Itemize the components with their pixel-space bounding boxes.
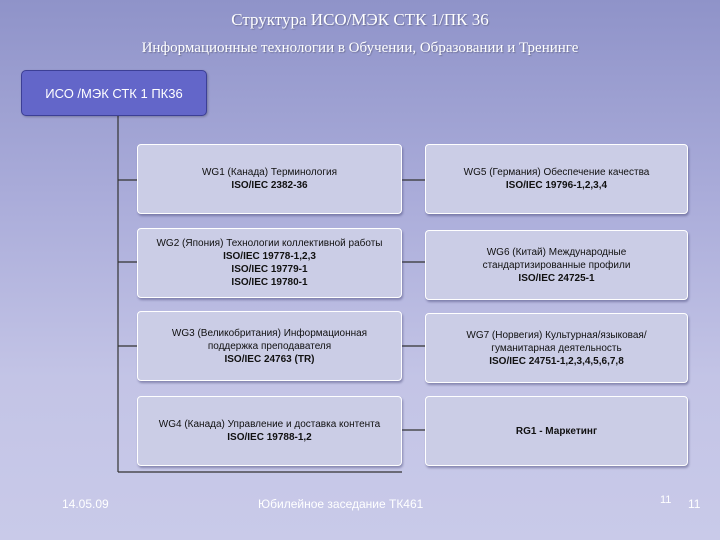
wg5-iso: ISO/IEC 19796-1,2,3,4	[505, 180, 608, 191]
wg2-iso-2: ISO/IEC 19779-1	[231, 264, 308, 275]
wg3-label-line-2: поддержка преподавателя	[207, 340, 332, 352]
wg2-label: WG2 (Япония) Технологии коллективной раб…	[156, 238, 383, 249]
wg3-iso: ISO/IEC 24763 (TR)	[224, 353, 315, 365]
wg1-box: WG1 (Канада) Терминология ISO/IEC 2382-3…	[137, 144, 402, 214]
wg1-label: WG1 (Канада) Терминология	[201, 167, 337, 178]
rg1-label: RG1 - Маркетинг	[515, 425, 598, 437]
wg7-box: WG7 (Норвегия) Культурная/языковая/ гума…	[425, 313, 688, 383]
wg6-label-line-2: стандартизированные профили	[482, 259, 631, 271]
slide-subtitle: Информационные технологии в Обучении, Об…	[141, 40, 579, 56]
footer-center-text: Юбилейное заседание ТК461	[258, 497, 424, 511]
wg2-box: WG2 (Япония) Технологии коллективной раб…	[137, 228, 402, 298]
wg1-iso: ISO/IEC 2382-36	[231, 180, 308, 191]
wg3-box: WG3 (Великобритания) Информационная подд…	[137, 311, 402, 381]
wg2-iso-1: ISO/IEC 19778-1,2,3	[223, 251, 316, 262]
wg4-box: WG4 (Канада) Управление и доставка конте…	[137, 396, 402, 466]
slide-title: Структура ИСО/МЭК СТК 1/ПК 36	[231, 10, 489, 29]
wg4-iso: ISO/IEC 19788-1,2	[227, 432, 312, 443]
rg1-box: RG1 - Маркетинг	[425, 396, 688, 466]
footer-date: 14.05.09	[62, 497, 109, 511]
wg6-iso: ISO/IEC 24725-1	[518, 272, 595, 284]
footer-slide-number: 11	[688, 497, 701, 511]
wg5-box: WG5 (Германия) Обеспечение качества ISO/…	[425, 144, 688, 214]
wg3-label-line-1: WG3 (Великобритания) Информационная	[171, 327, 368, 339]
root-node: ИСО /МЭК СТК 1 ПК36	[21, 70, 207, 116]
wg7-label-line-2: гуманитарная деятельность	[491, 342, 622, 354]
wg5-label: WG5 (Германия) Обеспечение качества	[463, 167, 650, 178]
wg2-iso-3: ISO/IEC 19780-1	[231, 277, 308, 288]
wg6-label-line-1: WG6 (Китай) Международные	[486, 246, 627, 258]
footer-page-number: 11	[660, 494, 672, 506]
wg4-label: WG4 (Канада) Управление и доставка конте…	[158, 419, 381, 430]
wg7-iso: ISO/IEC 24751-1,2,3,4,5,6,7,8	[489, 355, 624, 367]
wg6-box: WG6 (Китай) Международные стандартизиров…	[425, 230, 688, 300]
wg7-label-line-1: WG7 (Норвегия) Культурная/языковая/	[466, 329, 647, 341]
